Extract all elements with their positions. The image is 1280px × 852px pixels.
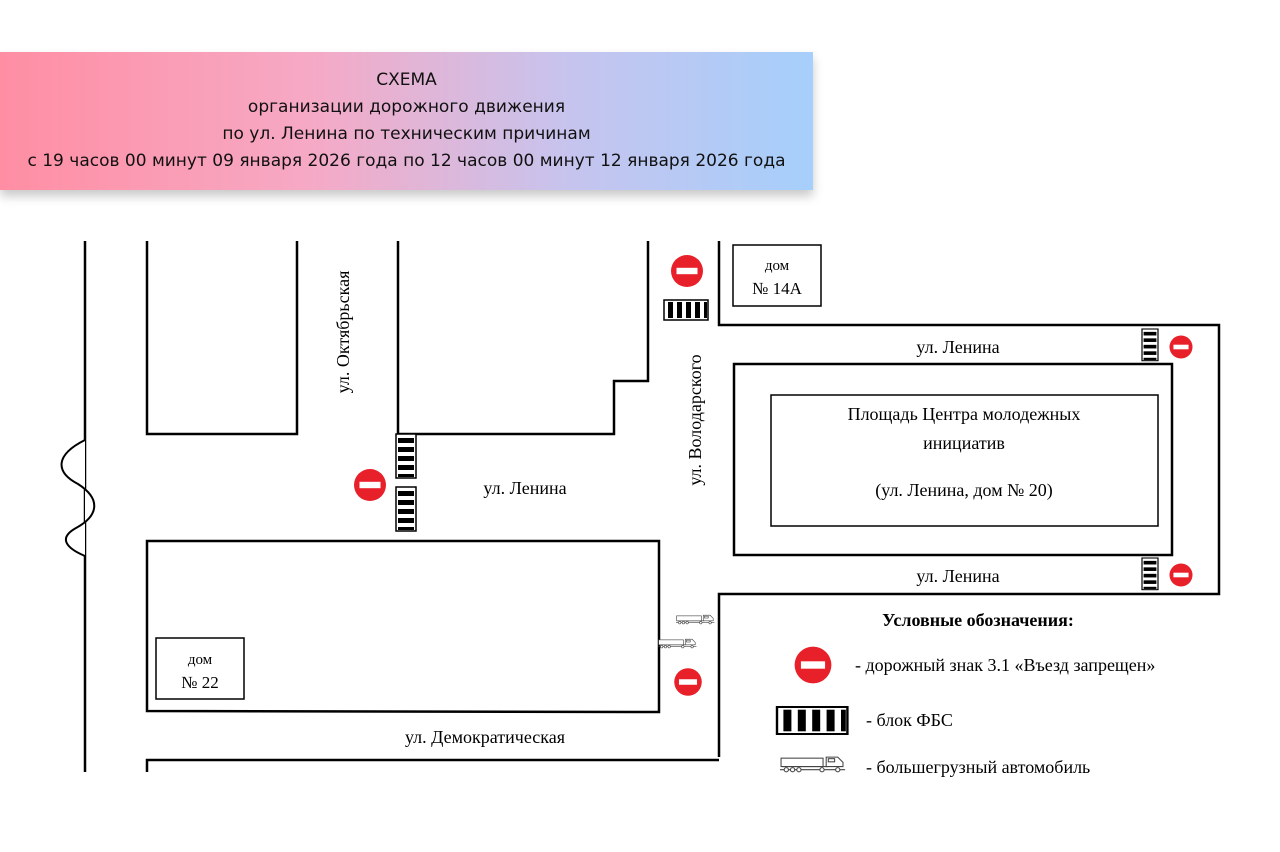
no-entry-sign-icon	[674, 668, 702, 696]
street-demokraticheskaya: ул. Демократическая	[405, 727, 565, 747]
street-lenina-center: ул. Ленина	[483, 478, 566, 498]
fbs-block-icon	[1141, 557, 1159, 591]
block-ne-outline	[717, 241, 1221, 757]
road-lines	[60, 241, 1221, 772]
road-break-symbol	[60, 439, 96, 557]
house-14a-label: дом	[765, 258, 790, 274]
square-label-line1: Площадь Центра молодежных	[848, 404, 1081, 424]
house-14a-number: № 14А	[752, 279, 802, 298]
fbs-block-icon	[775, 705, 849, 736]
house-22-number: № 22	[181, 673, 218, 692]
fbs-block-icon	[395, 433, 417, 479]
no-entry-sign-icon	[1169, 335, 1193, 359]
no-entry-sign-icon	[354, 469, 386, 501]
no-entry-sign-icon	[794, 646, 832, 684]
block-nw-outline	[145, 241, 299, 436]
truck-icon	[779, 756, 846, 773]
fbs-block-icon	[395, 486, 417, 532]
header-subtitle: организации дорожного движения	[247, 97, 566, 117]
bottom-road-edge	[145, 758, 719, 772]
legend-title: Условные обозначения:	[882, 610, 1074, 630]
header-title: СХЕМА	[376, 70, 437, 90]
house-14a-box	[732, 244, 822, 307]
house-22-box	[155, 637, 245, 700]
fbs-block-icon	[663, 299, 709, 321]
header-period: с 19 часов 00 минут 09 января 2026 года …	[27, 151, 786, 171]
block-sw-outline	[145, 539, 661, 714]
header-reason: по ул. Ленина по техническим причинам	[222, 124, 591, 144]
truck-icon	[675, 614, 715, 625]
block-center-outline	[396, 241, 650, 436]
street-lenina-top: ул. Ленина	[916, 337, 999, 357]
square-inner-outline	[770, 394, 1159, 527]
no-entry-sign-icon	[671, 255, 703, 287]
header-banner: СХЕМА организации дорожного движения по …	[0, 52, 813, 190]
truck-icon	[657, 638, 697, 649]
square-outer-outline	[732, 362, 1174, 557]
street-oktyabrskaya: ул. Октябрьская	[333, 271, 353, 394]
legend: Условные обозначения: - дорожный знак 3.…	[775, 610, 1155, 777]
legend-no-entry-text: - дорожный знак 3.1 «Въезд запрещен»	[855, 655, 1155, 675]
house-22-label: дом	[188, 652, 213, 668]
legend-fbs-text: - блок ФБС	[866, 710, 953, 730]
legend-truck-text: - большегрузный автомобиль	[866, 757, 1090, 777]
street-volodarskogo: ул. Володарского	[685, 354, 705, 485]
fbs-block-icon	[1141, 328, 1159, 362]
square-label-line2: инициатив	[923, 433, 1005, 453]
square-label-address: (ул. Ленина, дом № 20)	[875, 480, 1053, 501]
no-entry-sign-icon	[1169, 563, 1193, 587]
street-lenina-bottom: ул. Ленина	[916, 566, 999, 586]
